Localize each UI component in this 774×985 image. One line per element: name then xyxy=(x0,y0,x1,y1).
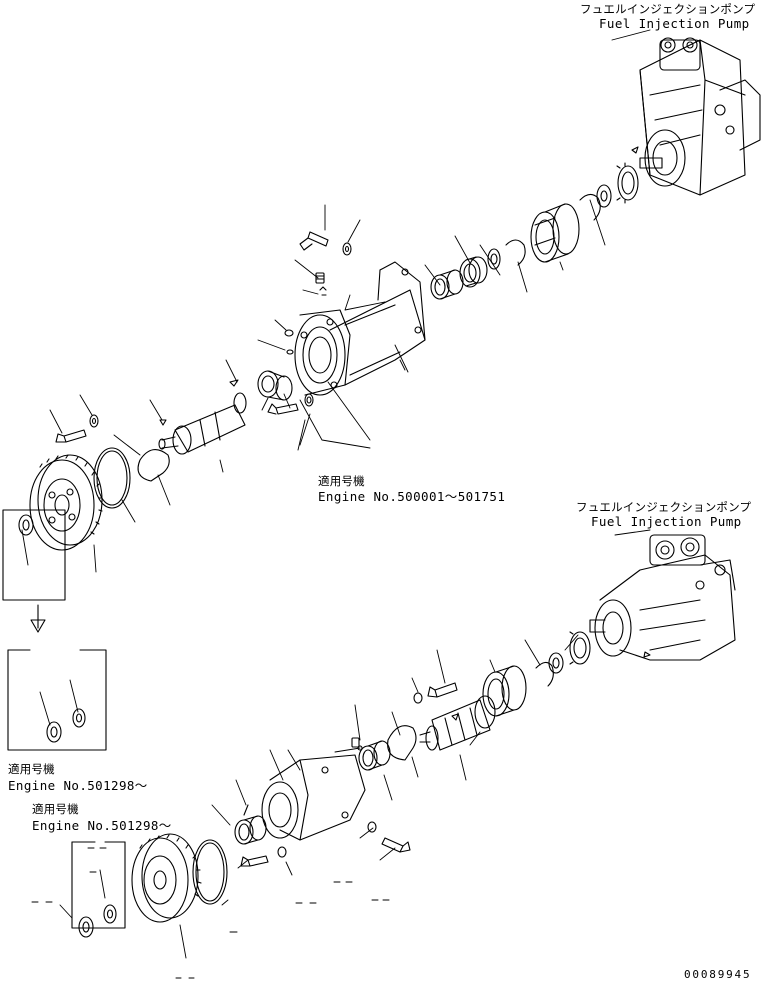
lower-shaft xyxy=(420,696,495,750)
lower-coupling xyxy=(483,666,526,716)
upper-washer xyxy=(488,249,500,269)
upper-snap-ring-1 xyxy=(580,194,600,220)
replacement-arrow xyxy=(31,605,45,632)
gear-applicability-jp: 適用号機 xyxy=(32,802,79,816)
upper-nut xyxy=(597,185,611,207)
lower-assembly xyxy=(32,530,735,978)
upper-snap-ring-2 xyxy=(506,240,525,265)
lower-bolt-top xyxy=(414,683,457,703)
upper-drive-gear xyxy=(30,455,102,550)
lower-pump-label-jp: フュエルインジェクションポンプ xyxy=(576,500,752,514)
upper-gear-bolt xyxy=(56,415,98,442)
lower-drive-gear xyxy=(132,834,201,922)
upper-pump-gear xyxy=(617,147,638,203)
upper-pump-label-en: Fuel Injection Pump xyxy=(599,16,750,31)
upper-bushing-2 xyxy=(258,371,292,400)
upper-bolts-top xyxy=(285,232,351,354)
gear-applicability-en: Engine No.501298～ xyxy=(32,818,172,833)
upper-coupling xyxy=(531,204,579,262)
upper-gear-nut xyxy=(3,510,65,600)
upper-fuel-injection-pump xyxy=(640,38,760,195)
upper-applicability-jp: 適用号機 xyxy=(318,474,365,488)
upper-leader-lines xyxy=(22,30,650,725)
upper-assembly xyxy=(3,30,760,750)
lower-o-ring xyxy=(193,840,227,904)
upper-o-ring xyxy=(94,448,130,508)
lower-snap-ring xyxy=(536,662,553,686)
lower-pump-label-en: Fuel Injection Pump xyxy=(591,514,742,529)
lower-dash-marks xyxy=(32,848,389,978)
upper-applicability-en: Engine No.500001～501751 xyxy=(318,489,506,504)
lower-pump-gear xyxy=(570,632,590,664)
upper-retainer-plate xyxy=(138,450,169,481)
lower-leader-lines xyxy=(60,530,650,958)
lower-retainer-plate xyxy=(388,726,416,760)
lower-gear-nut-box xyxy=(72,842,125,937)
lower-fuel-injection-pump xyxy=(590,535,735,660)
lower-housing xyxy=(262,738,365,840)
replacement-detail-box xyxy=(8,650,106,750)
upper-housing xyxy=(295,262,425,395)
lower-bushing xyxy=(359,741,390,770)
upper-shaft xyxy=(159,380,246,454)
lower-nut xyxy=(549,653,563,673)
upper-pump-label-jp: フュエルインジェクションポンプ xyxy=(580,2,756,16)
drawing-number: 00089945 xyxy=(684,968,752,981)
upper-bushing xyxy=(431,270,463,299)
upper-bearing xyxy=(460,257,487,287)
detail-applicability-en: Engine No.501298～ xyxy=(8,778,148,793)
lower-bushing-2 xyxy=(235,805,266,844)
lower-bolts-bottom xyxy=(241,822,410,866)
detail-applicability-jp: 適用号機 xyxy=(8,762,55,776)
